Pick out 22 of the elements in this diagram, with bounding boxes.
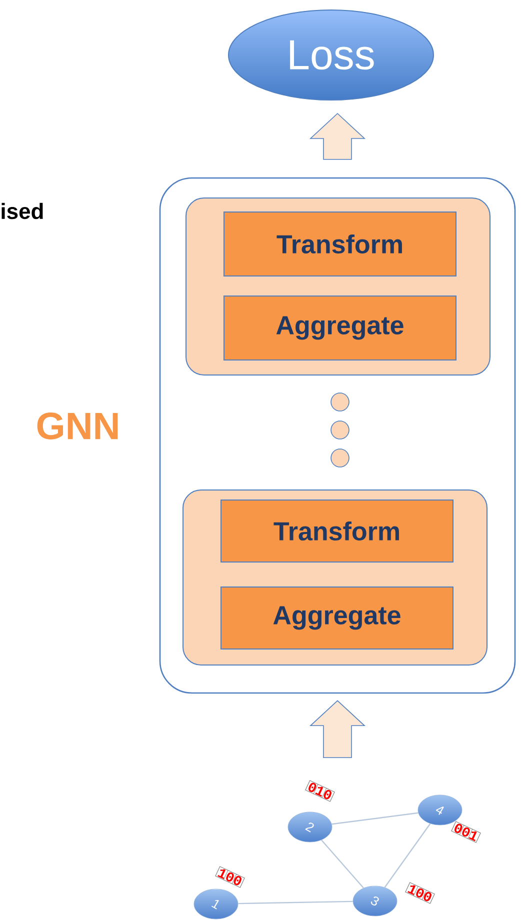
process-box: Transform — [224, 212, 456, 276]
graph-node: 3 — [352, 886, 398, 916]
graph-edge — [384, 823, 431, 888]
node-label: GNN — [37, 412, 118, 440]
feature-vector: 100 — [215, 866, 245, 888]
cropped-text: ised — [2, 202, 43, 220]
graph-edge — [320, 840, 364, 888]
dot-circle — [330, 420, 350, 440]
feature-vector: 010 — [305, 780, 335, 802]
process-box: Transform — [220, 500, 454, 562]
dot-circle — [330, 392, 350, 412]
graph-edge — [332, 812, 418, 825]
block-arrow — [309, 112, 366, 160]
graph-node: 2 — [288, 812, 332, 842]
graph-node: 1 — [194, 888, 238, 920]
dot-circle — [330, 448, 350, 468]
process-box: Aggregate — [220, 586, 454, 650]
feature-vector: 001 — [451, 821, 481, 843]
block-arrow — [309, 700, 366, 758]
process-box: Aggregate — [224, 296, 456, 360]
graph-edge — [238, 900, 353, 904]
feature-vector: 100 — [405, 882, 435, 904]
